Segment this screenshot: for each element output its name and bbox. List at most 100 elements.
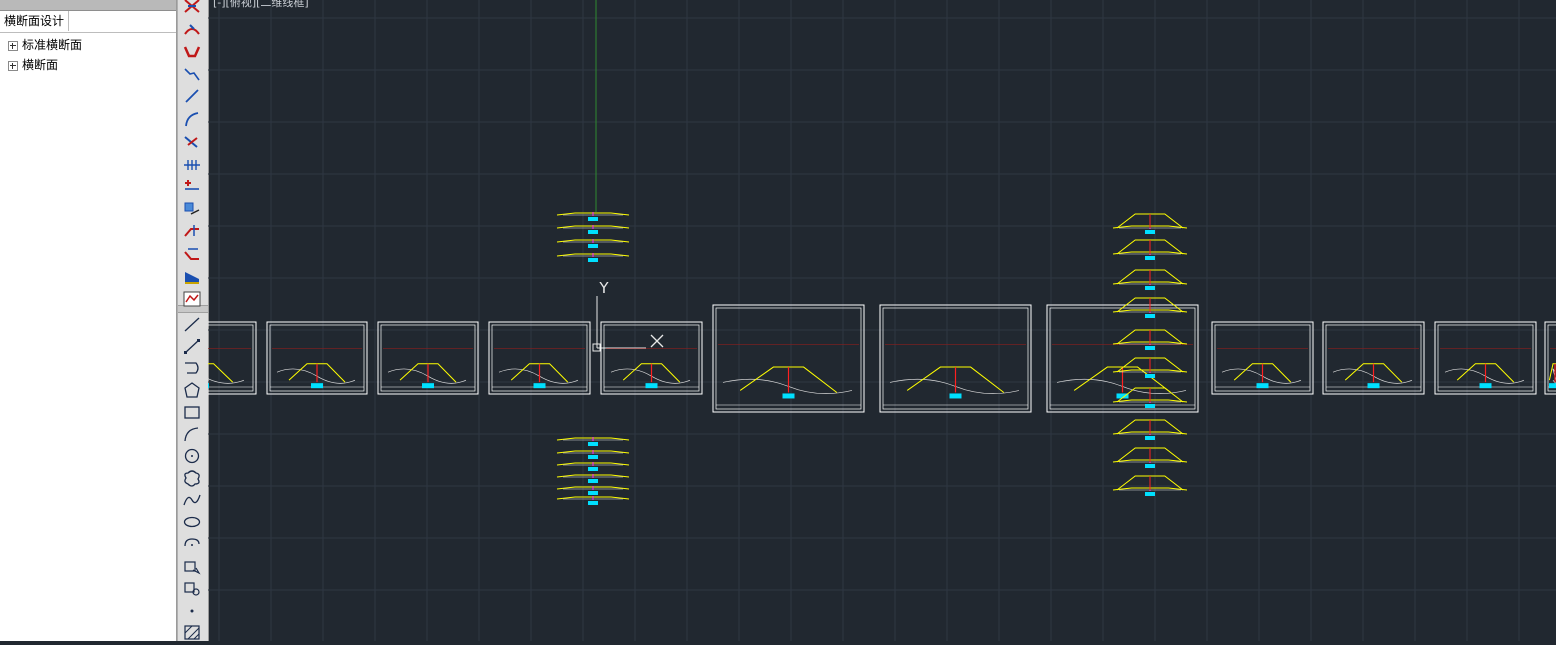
sheet-outer-frame	[1544, 321, 1556, 395]
ucs-icon: Y	[592, 279, 664, 352]
tool-palette	[177, 0, 209, 641]
strip-label-tag	[588, 455, 598, 459]
arc-icon[interactable]	[181, 109, 203, 129]
strip-label-tag	[1145, 404, 1155, 408]
tree-node-label: 标准横断面	[22, 38, 83, 52]
expand-icon[interactable]	[8, 60, 18, 71]
strip-label-tag	[1145, 346, 1155, 350]
hatch-icon[interactable]	[181, 622, 203, 642]
section-sheet	[488, 321, 591, 395]
slope-line-icon[interactable]	[181, 64, 203, 84]
strip-label-tag	[1145, 230, 1155, 234]
section-sheet	[1544, 321, 1556, 395]
viewport-label[interactable]: [-][俯视][二维线框]	[213, 0, 309, 9]
section-strip	[1112, 213, 1188, 234]
section-strip	[556, 437, 630, 446]
arc-draw-icon[interactable]	[181, 424, 203, 444]
polyline-icon[interactable]	[181, 336, 203, 356]
sheet-outer-frame	[377, 321, 479, 395]
section-strip	[556, 225, 630, 234]
ellipse-arc-icon[interactable]	[181, 534, 203, 554]
point-icon[interactable]	[181, 600, 203, 620]
node-edit-icon[interactable]	[181, 199, 203, 219]
strip-label-tag	[588, 217, 598, 221]
ground-line	[722, 378, 853, 394]
sheet-inner-frame	[491, 324, 588, 392]
section-strip	[556, 496, 630, 505]
expand-icon[interactable]	[8, 40, 18, 51]
station-label-tag	[949, 393, 962, 399]
section-strip	[556, 462, 630, 471]
sheet-outer-frame	[266, 321, 368, 395]
ground-line	[1056, 378, 1187, 394]
make-block-icon[interactable]	[181, 578, 203, 598]
section-strip	[1112, 357, 1188, 378]
cross-section-icon[interactable]	[181, 0, 203, 16]
section-strip	[1112, 475, 1188, 496]
sheet-outer-frame	[712, 304, 865, 413]
area-fill-icon[interactable]	[181, 266, 203, 286]
section-strip	[556, 212, 630, 221]
strip-label-tag	[588, 258, 598, 262]
station-label-tag	[197, 383, 209, 389]
section-strip	[556, 450, 630, 459]
strip-label-tag	[588, 467, 598, 471]
tree-node-standard-section[interactable]: 标准横断面	[8, 36, 82, 54]
station-label-tag	[422, 383, 434, 389]
section-strip	[1112, 239, 1188, 260]
ditch-icon[interactable]	[181, 41, 203, 61]
strip-label-tag	[588, 491, 598, 495]
design-panel: 横断面设计 标准横断面 横断面	[0, 0, 177, 641]
section-view-icon[interactable]	[181, 289, 203, 309]
section-sheet	[1434, 321, 1537, 395]
cut-section-icon[interactable]	[181, 221, 203, 241]
section-strip	[1112, 329, 1188, 350]
strip-label-tag	[1145, 374, 1155, 378]
station-label-tag	[1256, 383, 1269, 389]
ticks-icon[interactable]	[181, 154, 203, 174]
sheet-outer-frame	[600, 321, 703, 395]
sheet-inner-frame	[1547, 324, 1556, 392]
section-sheet	[1322, 321, 1425, 395]
edit-section-icon[interactable]	[181, 131, 203, 151]
circle-icon[interactable]	[181, 446, 203, 466]
curve-icon[interactable]	[181, 358, 203, 378]
revcloud-icon[interactable]	[181, 468, 203, 488]
tree-node-label: 横断面	[22, 58, 59, 72]
tab-divider	[0, 32, 176, 33]
station-label-tag	[1367, 383, 1380, 389]
grid-lines	[208, 0, 1556, 641]
station-label-tag	[533, 383, 546, 389]
insert-block-icon[interactable]	[181, 556, 203, 576]
fill-section-icon[interactable]	[181, 244, 203, 264]
section-sheet	[879, 304, 1032, 413]
section-strip	[1112, 269, 1188, 290]
add-point-icon[interactable]	[181, 176, 203, 196]
sheet-inner-frame	[1214, 324, 1311, 392]
drawing-canvas[interactable]: Y	[149, 0, 1556, 641]
ucs-origin-box	[592, 343, 601, 352]
section-strip	[556, 253, 630, 262]
sheet-inner-frame	[603, 324, 700, 392]
road-profile-icon[interactable]	[181, 19, 203, 39]
sheet-inner-frame	[1325, 324, 1422, 392]
ground-line	[276, 368, 356, 384]
line-draw-icon[interactable]	[181, 314, 203, 334]
section-strip	[1112, 297, 1188, 318]
line-icon[interactable]	[181, 86, 203, 106]
spline-icon[interactable]	[181, 490, 203, 510]
panel-title-strip[interactable]	[0, 0, 176, 11]
sheet-outer-frame	[879, 304, 1032, 413]
tree-node-cross-section[interactable]: 横断面	[8, 56, 58, 74]
sheet-inner-frame	[380, 324, 476, 392]
rectangle-icon[interactable]	[181, 402, 203, 422]
polygon-icon[interactable]	[181, 380, 203, 400]
ellipse-icon[interactable]	[181, 512, 203, 532]
section-strip	[556, 474, 630, 483]
sheet-outer-frame	[1211, 321, 1314, 395]
section-sheet	[1211, 321, 1314, 395]
tab-cross-section-design[interactable]: 横断面设计	[0, 11, 70, 31]
section-strip	[1112, 387, 1188, 408]
sheet-inner-frame	[1437, 324, 1534, 392]
station-label-tag	[782, 393, 795, 399]
